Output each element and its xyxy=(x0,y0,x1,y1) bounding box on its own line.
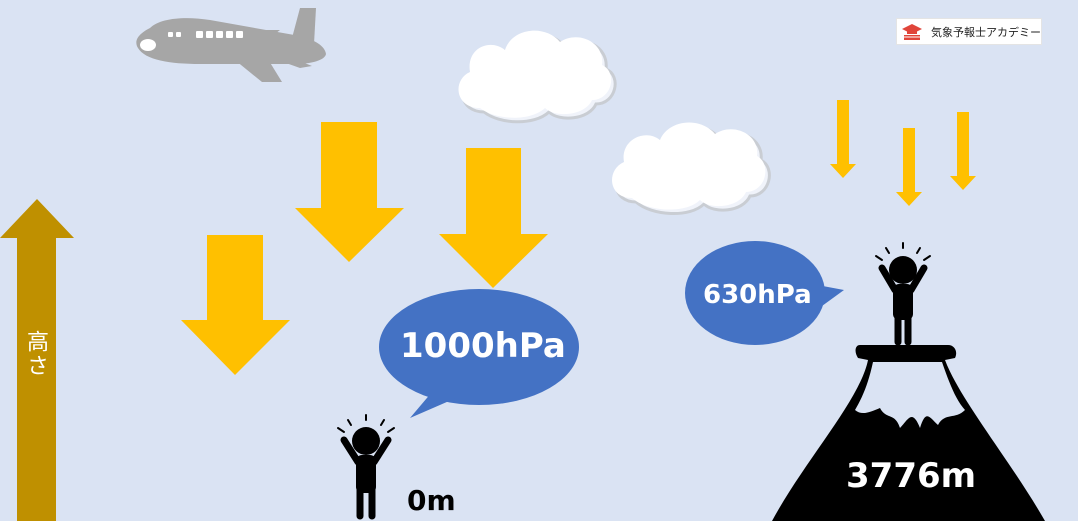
pressure-arrow xyxy=(439,148,548,288)
pressure-arrow xyxy=(181,235,290,375)
pressure-arrow xyxy=(896,128,922,206)
airplane-icon xyxy=(136,8,326,82)
surface-altitude-label: 0m xyxy=(407,484,456,517)
surface-pressure-arrows xyxy=(181,122,548,375)
summit-altitude-label: 3776m xyxy=(846,456,977,496)
brand-logo: 気象予報士アカデミー xyxy=(896,18,1042,45)
summit-pressure-arrows xyxy=(830,100,976,206)
pressure-arrow xyxy=(295,122,404,262)
brand-name: 気象予報士アカデミー xyxy=(931,25,1041,39)
summit-pressure-label: 630hPa xyxy=(703,280,812,310)
surface-pressure-label: 1000hPa xyxy=(400,326,566,366)
person-icon-summit xyxy=(875,242,931,346)
pressure-arrow xyxy=(830,100,856,178)
summit-pressure-bubble xyxy=(685,241,844,345)
surface-pressure-bubble xyxy=(379,289,579,418)
mountain-icon xyxy=(772,345,1045,521)
cloud-icon-upper xyxy=(458,30,617,124)
graduation-cap-book-icon xyxy=(901,21,923,43)
person-icon-surface xyxy=(337,414,395,520)
cloud-icon-lower xyxy=(612,122,771,216)
height-axis-label: 高さ xyxy=(23,330,48,378)
height-axis-arrow xyxy=(0,199,74,521)
pressure-arrow xyxy=(950,112,976,190)
